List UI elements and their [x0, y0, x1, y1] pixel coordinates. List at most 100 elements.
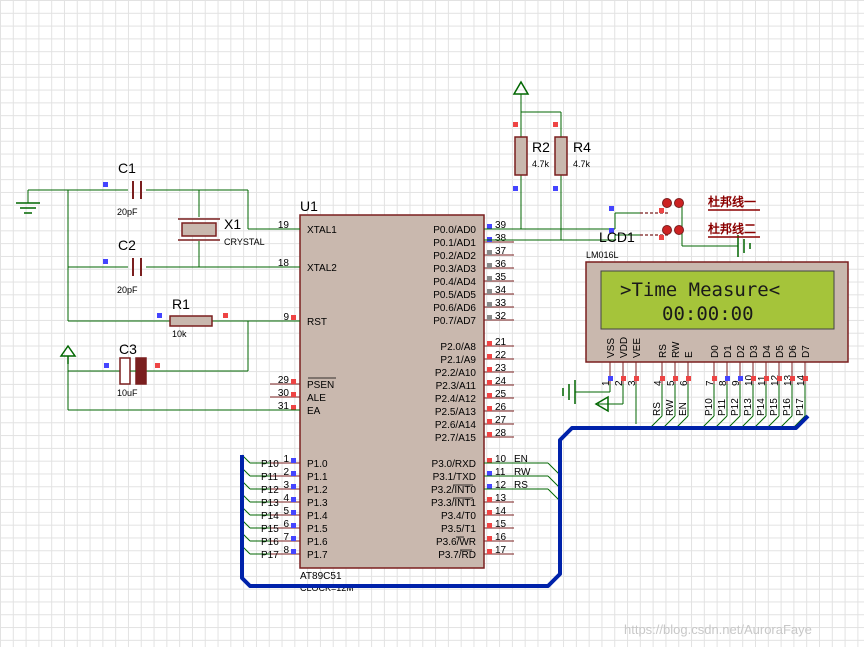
pin-state-marker: [487, 510, 492, 515]
lcd-bus-label: P13: [743, 398, 754, 416]
mcu-pin-number: 3: [283, 480, 289, 491]
mcu-part: AT89C51: [300, 571, 342, 582]
pin-state-marker: [673, 376, 678, 381]
pin-state-marker: [487, 536, 492, 541]
mcu-pin-number: 23: [495, 363, 507, 374]
c2-ref: C2: [118, 237, 136, 253]
pin-state-marker: [777, 376, 782, 381]
mcu-pin-name: P1.4: [307, 511, 328, 522]
ground-icon: [737, 235, 751, 257]
lcd-pin-name: D6: [788, 345, 799, 358]
lcd-pin-number: 1: [601, 380, 612, 386]
p1-net-label: P15: [261, 524, 279, 535]
lcd-bus-label: EN: [678, 402, 689, 416]
mcu-pin-name: RST: [307, 317, 327, 328]
mcu-pin-number: 39: [495, 220, 507, 231]
mcu-pin-name: P3.2/INT0: [431, 485, 476, 496]
power-arrow-icon: [512, 80, 530, 95]
lcd-bus-label: P10: [704, 398, 715, 416]
capacitor-c2[interactable]: C2 20pF: [103, 237, 142, 295]
lcd-pin-number: 2: [614, 380, 625, 386]
mcu-pin-number: 26: [495, 402, 507, 413]
mcu-pin-number: 37: [495, 246, 507, 257]
mcu-pin-number: 27: [495, 415, 507, 426]
crystal-x1[interactable]: X1 CRYSTAL: [178, 216, 265, 247]
mcu-body: [299, 214, 485, 569]
watermark: https://blog.csdn.net/AuroraFaye: [624, 622, 812, 637]
pin-state-marker: [291, 471, 296, 476]
mcu-pin-name: P2.4/A12: [435, 394, 477, 405]
mcu-pin-number: 35: [495, 272, 507, 283]
c3-ref: C3: [119, 341, 137, 357]
p1-net-label: P14: [261, 511, 279, 522]
mcu-pin-number: 21: [495, 337, 507, 348]
mcu-pin-number: 28: [495, 428, 507, 439]
lcd-pin-name: D4: [762, 345, 773, 358]
push-button-2[interactable]: 杜邦线二: [609, 221, 760, 240]
mcu-pin-number: 29: [278, 375, 290, 386]
mcu-pin-name: P1.5: [307, 524, 328, 535]
resistor-r1[interactable]: R1 10k: [157, 296, 228, 339]
mcu-pin-name: P2.6/A14: [435, 420, 477, 431]
pin-state-marker: [487, 406, 492, 411]
capacitor-c1[interactable]: C1 20pF: [103, 160, 142, 217]
pin-state-marker: [487, 263, 492, 268]
button1-label: 杜邦线一: [708, 194, 756, 209]
mcu-pin-number: 15: [495, 519, 507, 530]
mcu-pin-name: P3.1/TXD: [433, 472, 476, 483]
p3-net-label: RW: [514, 467, 531, 478]
pin-state-marker: [764, 376, 769, 381]
lcd-lm016l[interactable]: >Time Measure< 00:00:00 LCD1 LM016L: [585, 229, 849, 363]
ground-icon: [562, 380, 576, 404]
mcu-left-pins: XTAL119XTAL218RST9PSEN29ALE30EA31P1.01P1…: [241, 220, 337, 561]
pin-state-marker: [291, 392, 296, 397]
lcd-bus-label: RS: [652, 402, 663, 416]
mcu-u1[interactable]: U1 AT89C51 CLOCK=12M: [299, 198, 485, 593]
mcu-pin-name: P2.0/A8: [440, 342, 476, 353]
lcd-bus-label: P12: [730, 398, 741, 416]
lcd-pin-number: 8: [718, 380, 729, 386]
mcu-pin-number: 36: [495, 259, 507, 270]
pin-state-marker: [291, 315, 296, 320]
mcu-pin-name: ALE: [307, 393, 326, 404]
lcd-pin-number: 10: [744, 374, 755, 386]
pin-state-marker: [291, 497, 296, 502]
pin-state-marker: [487, 549, 492, 554]
lcd-pins: VSS1VDD2VEE3RS4RW5E6D07D18D29D310D411D51…: [601, 337, 812, 386]
mcu-pin-number: 14: [495, 506, 507, 517]
overline-marks: [308, 377, 473, 551]
mcu-pin-name: XTAL1: [307, 225, 337, 236]
capacitor-c3[interactable]: C3 10uF: [104, 341, 160, 398]
resistor-r4[interactable]: R4 4.7k: [553, 122, 591, 191]
mcu-pin-name: P0.1/AD1: [433, 238, 476, 249]
mcu-pin-name: P1.2: [307, 485, 328, 496]
r4-ref: R4: [573, 139, 591, 155]
mcu-pin-number: 17: [495, 545, 507, 556]
lcd-bus-label: RW: [665, 399, 676, 416]
pin-state-marker: [291, 523, 296, 528]
mcu-pin-name: P3.5/T1: [441, 524, 476, 535]
lcd-bus-label: P16: [782, 398, 793, 416]
x1-value: CRYSTAL: [224, 237, 265, 247]
mcu-pin-number: 6: [283, 519, 289, 530]
mcu-pin-number: 24: [495, 376, 507, 387]
mcu-pin-number: 8: [283, 545, 289, 556]
pin-state-marker: [487, 471, 492, 476]
pin-state-marker: [712, 376, 717, 381]
mcu-pin-name: P3.7/RD: [438, 550, 476, 561]
mcu-pin-name: P2.7/A15: [435, 433, 477, 444]
p3-net-label: EN: [514, 454, 528, 465]
pin-state-marker: [487, 315, 492, 320]
mcu-ref: U1: [300, 198, 318, 214]
resistor-r2[interactable]: R2 4.7k: [513, 122, 550, 191]
lcd-screen: [600, 270, 835, 330]
pin-state-marker: [790, 376, 795, 381]
mcu-pin-name: P3.0/RXD: [432, 459, 476, 470]
pin-state-marker: [487, 250, 492, 255]
mcu-pin-number: 38: [495, 233, 507, 244]
push-button-1[interactable]: 杜邦线一: [609, 194, 760, 214]
lcd-pin-name: VEE: [632, 338, 643, 358]
mcu-pin-number: 33: [495, 298, 507, 309]
